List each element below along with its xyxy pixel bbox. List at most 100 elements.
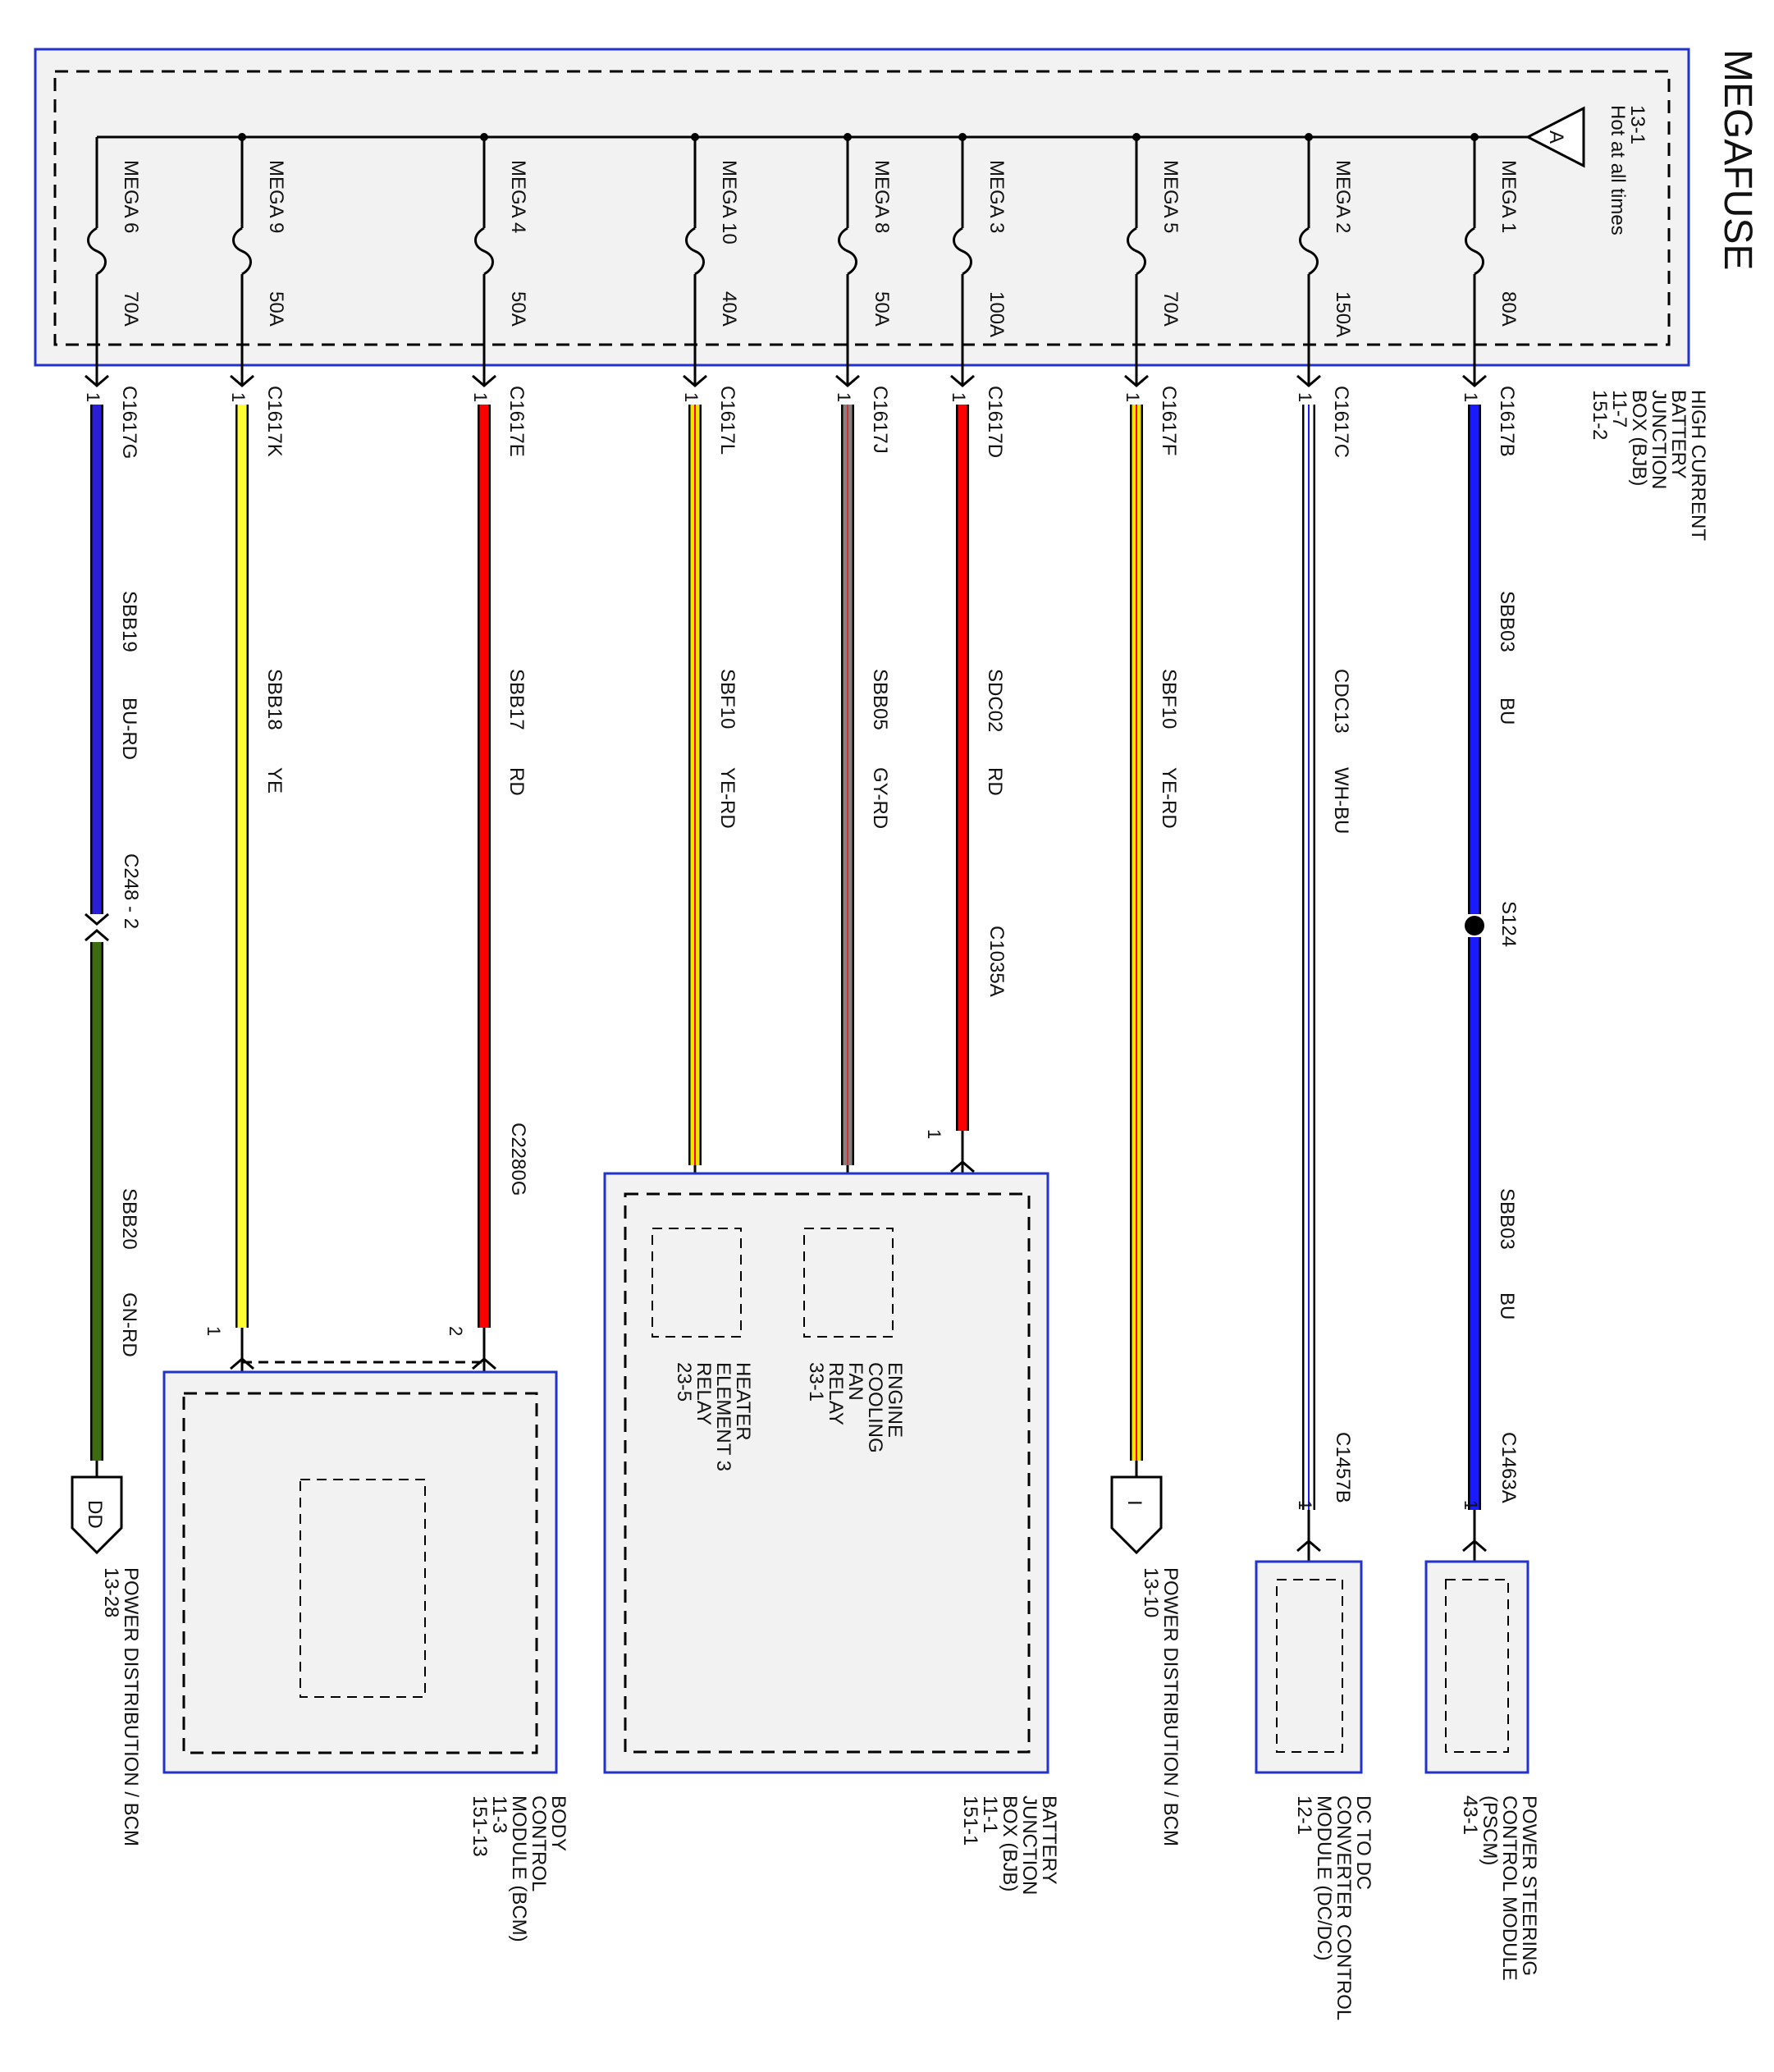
fuse-name-m4: MEGA 4 xyxy=(507,160,529,233)
svg-text:(PSCM): (PSCM) xyxy=(1479,1795,1501,1865)
fuse-name-m2-text: MEGA 2 xyxy=(1332,160,1354,233)
wire-m4-name-text: SBB17 xyxy=(505,669,528,730)
connector-m6-text: C1617G xyxy=(118,386,140,459)
svg-text:MODULE (DC/DC): MODULE (DC/DC) xyxy=(1313,1795,1335,1960)
offpage-m6-marker xyxy=(71,1475,123,1555)
dcdc-module xyxy=(1255,1560,1363,1774)
wire-m4-color-text: RD xyxy=(505,767,528,796)
wire-m1-b-color-text: BU xyxy=(1496,1292,1518,1320)
connector-m2-arrow xyxy=(1296,374,1321,387)
svg-text:RELAY: RELAY xyxy=(825,1362,847,1425)
fuse-name-m1-text: MEGA 1 xyxy=(1497,160,1520,233)
fuse-name-m9-text: MEGA 9 xyxy=(265,160,287,233)
diagram-title: MEGAFUSE xyxy=(1716,49,1759,270)
fuse-amp-m10-text: 40A xyxy=(718,291,740,327)
fuse-amp-m6-text: 70A xyxy=(120,291,142,327)
wire-m6-name-text: SBB19 xyxy=(118,591,140,652)
fuse-name-m9: MEGA 9 xyxy=(265,160,287,233)
end-connector-m9-pin-text: 1 xyxy=(203,1326,224,1336)
fuse-amp-m1: 80A xyxy=(1497,291,1520,327)
connector-m1-pin-text: 1 xyxy=(1461,392,1481,402)
power-source-label: Hot at all times xyxy=(1607,105,1629,236)
end-connector-m1-pin-text: 1 xyxy=(1461,1500,1481,1510)
wire-m1-color: BU xyxy=(1496,698,1518,725)
offpage-m6-ref: 13-28 xyxy=(100,1567,122,1617)
wire-m1-b-name-text: SBB03 xyxy=(1496,1188,1518,1250)
wire-m1-color-text: BU xyxy=(1496,698,1518,725)
svg-text:43-1: 43-1 xyxy=(1459,1795,1481,1835)
connector-m1: C1617B xyxy=(1496,386,1518,457)
offpage-m6-label: POWER DISTRIBUTION / BCM xyxy=(120,1567,142,1846)
fuse-name-m10: MEGA 10 xyxy=(718,160,740,245)
connector-m5: C1617F xyxy=(1158,386,1180,455)
fuse-name-m8-text: MEGA 8 xyxy=(871,160,893,233)
fuse-amp-m5-text: 70A xyxy=(1159,291,1182,327)
fuse-amp-m2: 150A xyxy=(1332,291,1354,337)
connector-m10-text: C1617L xyxy=(716,386,738,455)
wire-m6-b-name-text: SBB20 xyxy=(118,1188,140,1250)
wire-m10-name-text: SBF10 xyxy=(716,669,738,729)
svg-text:151-1: 151-1 xyxy=(959,1795,981,1846)
wire-m8-color: GY-RD xyxy=(869,767,891,829)
end-connector-m3-pin-text: 1 xyxy=(924,1129,944,1139)
wire-m1-b-color: BU xyxy=(1496,1292,1518,1320)
connector-m6-pin: 1 xyxy=(83,392,103,402)
connector-m10-arrow xyxy=(683,374,707,387)
connector-m9-pin-text: 1 xyxy=(228,392,249,402)
wire-m2-name: CDC13 xyxy=(1330,669,1352,734)
fuse-amp-m5: 70A xyxy=(1159,291,1182,327)
connector-m9: C1617K xyxy=(263,386,286,457)
circuit-m1: MEGA 180AC1617B1SBB03BUS124SBB03BUC1463A… xyxy=(1461,133,1520,1574)
connector-m4-text: C1617E xyxy=(505,386,528,457)
fuse-name-m6: MEGA 6 xyxy=(120,160,142,233)
fuse-m10-icon xyxy=(685,226,705,276)
svg-text:POWER STEERING: POWER STEERING xyxy=(1518,1795,1540,1976)
wire-m10-name: SBF10 xyxy=(716,669,738,729)
fuse-amp-m8: 50A xyxy=(871,291,893,327)
svg-text:HIGH CURRENT: HIGH CURRENT xyxy=(1687,390,1709,541)
svg-text:11-1: 11-1 xyxy=(979,1795,1001,1833)
wire-m9-color: YE xyxy=(263,767,286,794)
svg-text:BOX (BJB): BOX (BJB) xyxy=(999,1795,1021,1891)
power-source-ref: 13-1 xyxy=(1626,105,1648,144)
svg-text:ENGINE: ENGINE xyxy=(884,1362,906,1438)
connector-m10-pin: 1 xyxy=(681,392,702,402)
svg-text:CONTROL: CONTROL xyxy=(528,1795,550,1891)
offpage-m5-marker-label-text: I xyxy=(1123,1500,1145,1506)
wire-m1-name: SBB03 xyxy=(1496,591,1518,652)
wire-m6-color: BU-RD xyxy=(118,698,140,760)
fuse-m5-icon xyxy=(1127,226,1146,276)
bcm-module xyxy=(162,1370,558,1774)
connector-m2: C1617C xyxy=(1330,386,1352,458)
offpage-m5-marker-label: I xyxy=(1123,1500,1145,1506)
end-connector-m2-pin-text: 1 xyxy=(1295,1500,1315,1510)
wire-m8-color-text: GY-RD xyxy=(869,767,891,829)
bcm-caption: BODY CONTROL MODULE (BCM) 11-3 151-13 xyxy=(469,1795,569,1942)
connector-m9-arrow xyxy=(230,374,254,387)
fuse-amp-m4: 50A xyxy=(507,291,529,327)
end-connector-m3-text: C1035A xyxy=(985,926,1008,997)
inline-connector-m6-arrow-b xyxy=(85,929,109,942)
wire-m1-b-name: SBB03 xyxy=(1496,1188,1518,1250)
end-connector-m4: C2280G xyxy=(507,1123,529,1196)
connector-m9-pin: 1 xyxy=(228,392,249,402)
wire-m6-b-name: SBB20 xyxy=(118,1188,140,1250)
svg-text:151-2: 151-2 xyxy=(1589,390,1611,440)
wire-m3-name: SDC02 xyxy=(984,669,1006,732)
wire-m6-color-text: BU-RD xyxy=(118,698,140,760)
fuse-amp-m6: 70A xyxy=(120,291,142,327)
fuse-amp-m8-text: 50A xyxy=(871,291,893,327)
svg-text:MODULE (BCM): MODULE (BCM) xyxy=(508,1795,530,1942)
svg-text:12-1: 12-1 xyxy=(1293,1795,1315,1835)
inline-connector-m6-text: C248 - 2 xyxy=(120,853,142,929)
wire-m10-color-text: YE-RD xyxy=(716,767,738,829)
connector-m4: C1617E xyxy=(505,386,528,457)
wire-m4-color: RD xyxy=(505,767,528,796)
fuse-m9-icon xyxy=(232,226,252,276)
end-connector-m9-pin: 1 xyxy=(203,1326,224,1336)
offpage-m6-ref-text: 13-28 xyxy=(100,1567,122,1617)
